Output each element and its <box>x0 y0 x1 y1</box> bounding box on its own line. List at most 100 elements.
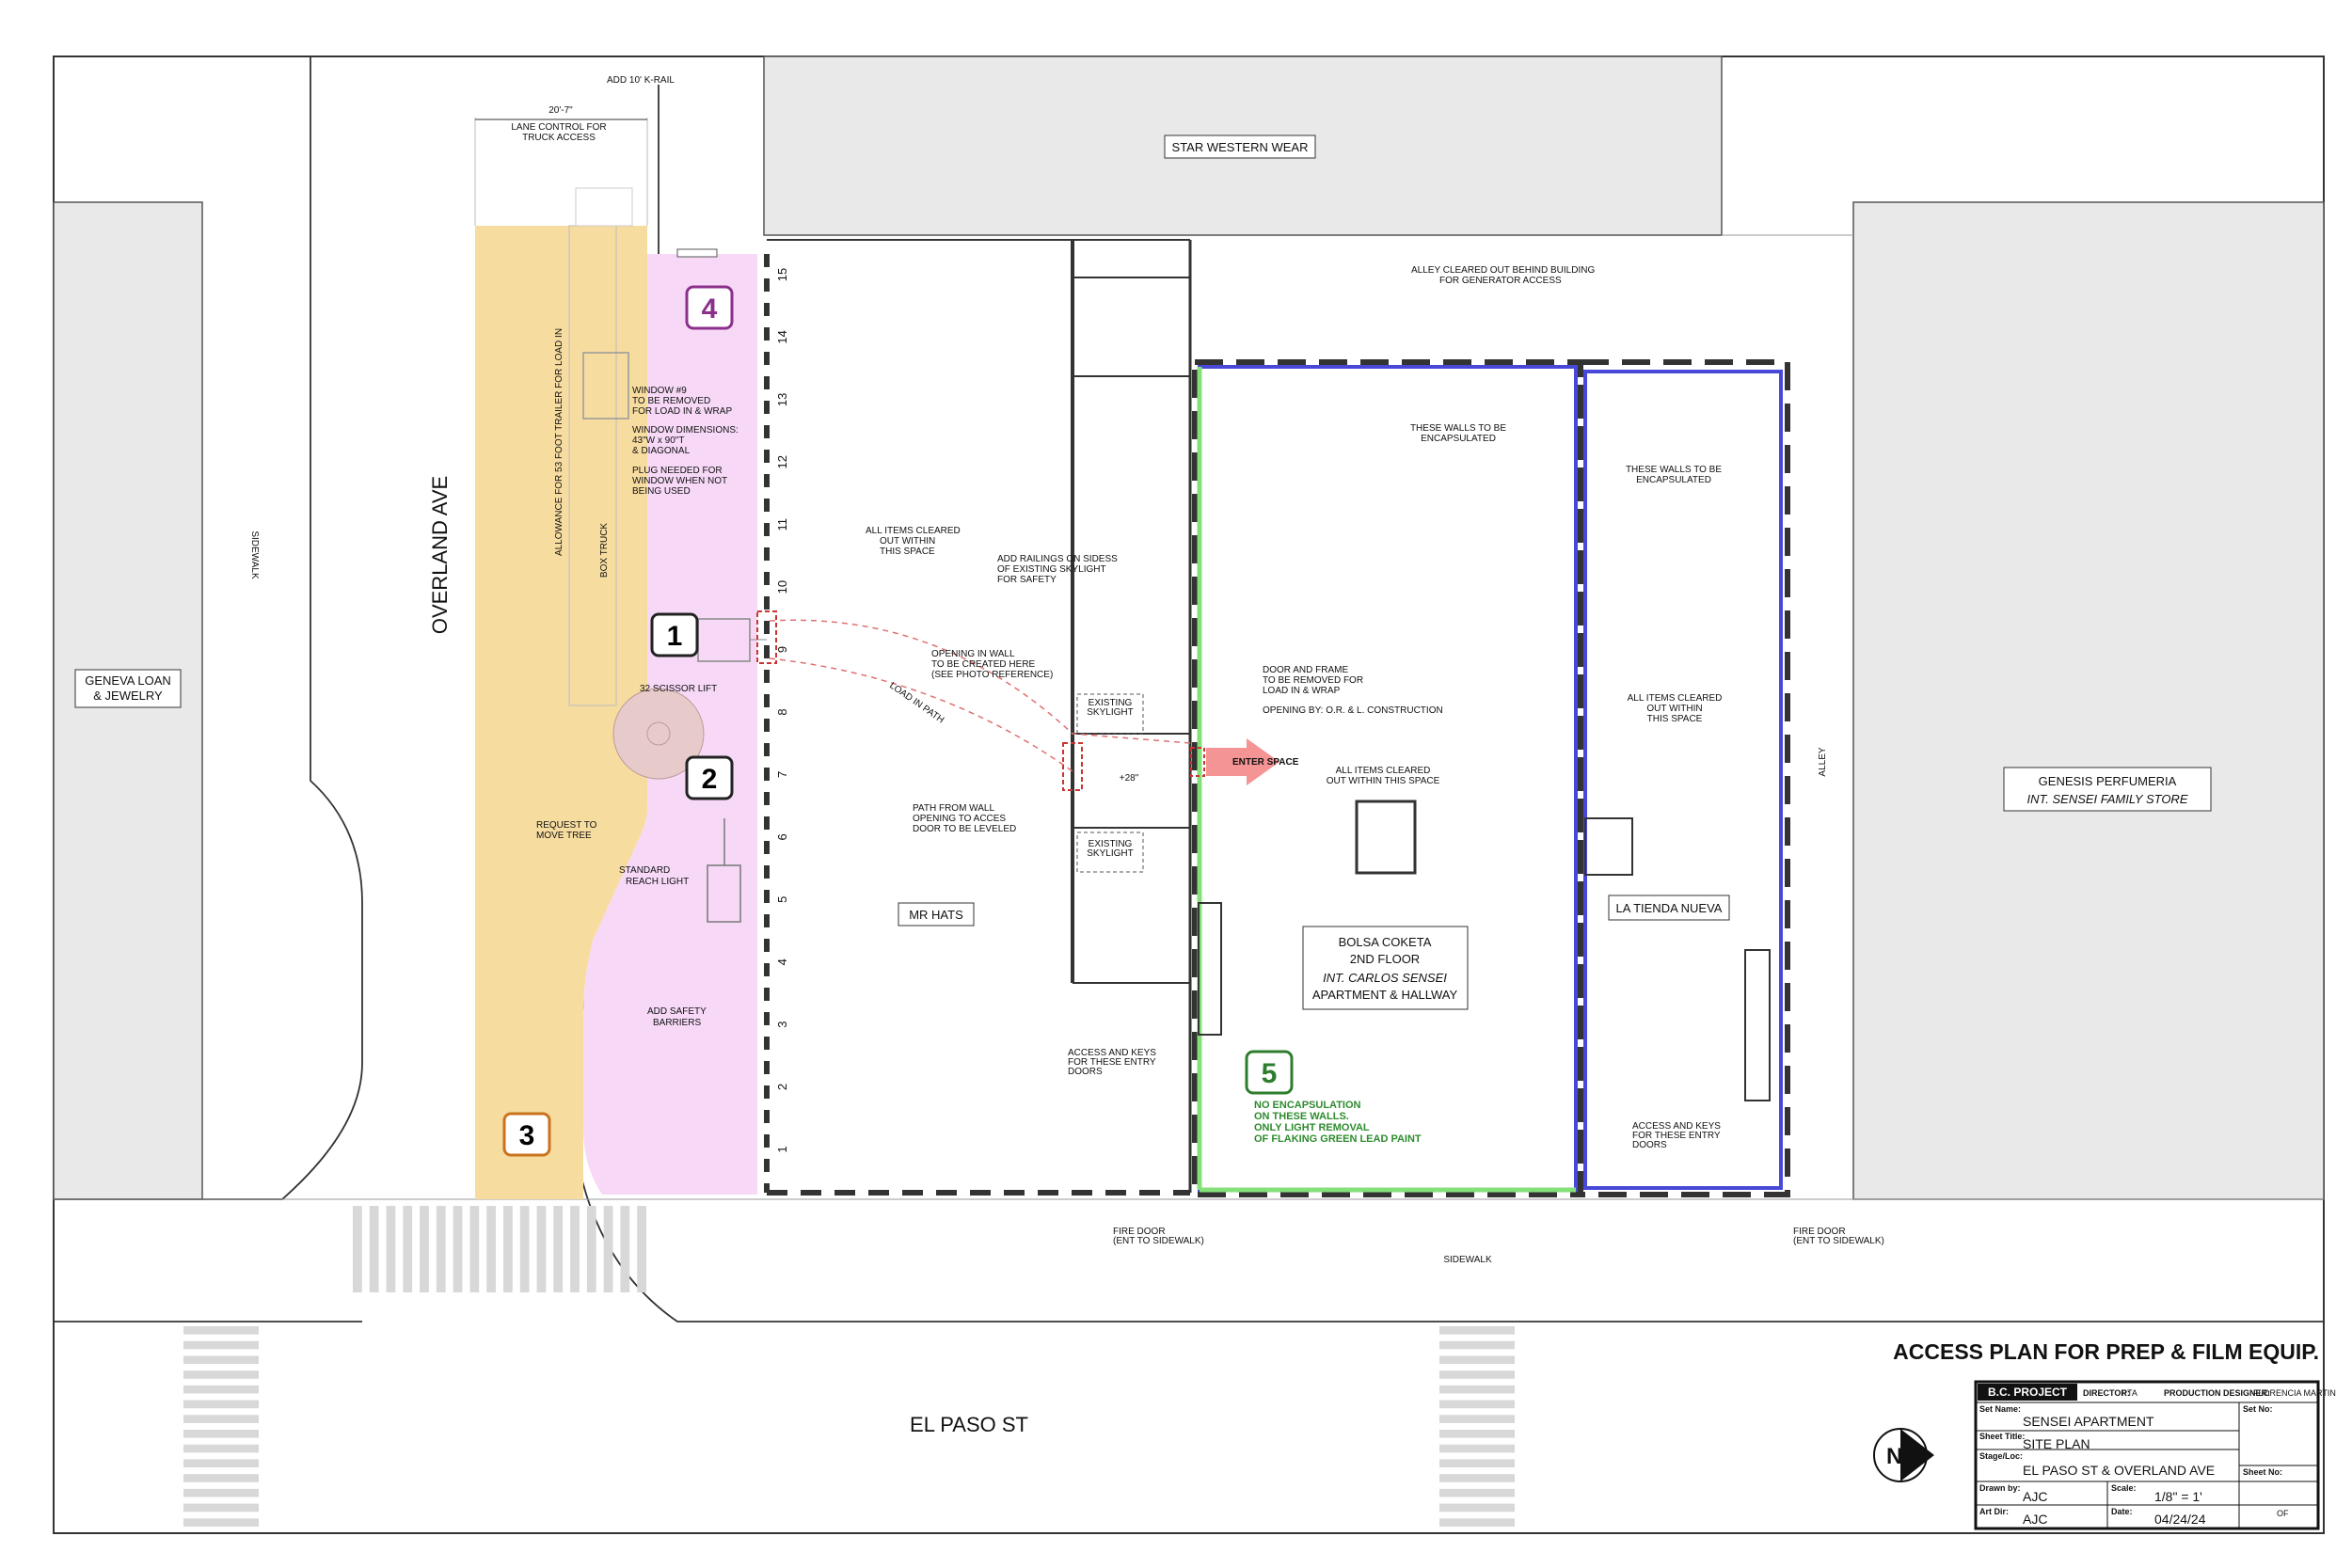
note-plug-2: WINDOW WHEN NOT <box>632 476 727 486</box>
note-cleared2-2: OUT WITHIN THIS SPACE <box>1327 776 1440 786</box>
note-opening-by: OPENING BY: O.R. & L. CONSTRUCTION <box>1263 705 1443 716</box>
note-tree-1: REQUEST TO <box>536 820 597 831</box>
cw3-stripe <box>1439 1415 1515 1423</box>
tb-of: OF <box>2277 1509 2289 1518</box>
window-9-marker <box>756 610 777 664</box>
note-reach-1: STANDARD <box>619 865 670 876</box>
note-lane-control-2: TRUCK ACCESS <box>522 133 596 143</box>
north-label: N <box>1886 1444 1902 1469</box>
tb-stage: EL PASO ST & OVERLAND AVE <box>2023 1463 2215 1478</box>
cw2-stripe <box>183 1459 259 1468</box>
tb-sheet-title: SITE PLAN <box>2023 1436 2090 1451</box>
window-number-11: 11 <box>775 518 789 531</box>
note-box-truck: BOX TRUCK <box>599 523 610 578</box>
tb-scale-label: Scale: <box>2111 1483 2137 1493</box>
marker-1-label: 1 <box>667 621 683 652</box>
cw3-stripe <box>1439 1326 1515 1335</box>
north-arrow-icon: N <box>1873 1428 1934 1482</box>
genesis-sub-text: INT. SENSEI FAMILY STORE <box>2027 792 2188 806</box>
bolsa-line-2: 2ND FLOOR <box>1350 952 1420 966</box>
building-mr-hats <box>764 239 1192 1196</box>
note-step: +28" <box>1120 773 1139 784</box>
cw2-stripe <box>183 1444 259 1453</box>
note-path-3: DOOR TO BE LEVELED <box>913 824 1016 834</box>
cw2-stripe <box>183 1385 259 1394</box>
door-marker <box>1190 747 1205 777</box>
label-mr-hats: MR HATS <box>898 902 975 927</box>
note-encap1-1: THESE WALLS TO BE <box>1410 423 1506 434</box>
note-cleared2-1: ALL ITEMS CLEARED <box>1336 766 1431 776</box>
note-fire-door-1a: FIRE DOOR <box>1113 1227 1166 1237</box>
note-alley-2: FOR GENERATOR ACCESS <box>1439 276 1562 286</box>
note-cleared3-3: THIS SPACE <box>1647 714 1703 724</box>
truck-outline <box>474 118 648 706</box>
tb-set-no-label: Set No: <box>2243 1404 2273 1414</box>
cw1-stripe <box>353 1206 362 1292</box>
note-door-3: LOAD IN & WRAP <box>1263 686 1341 696</box>
note-window9-1: WINDOW #9 <box>632 386 687 396</box>
cw3-stripe <box>1439 1518 1515 1527</box>
note-barriers-2: BARRIERS <box>653 1018 701 1028</box>
note-plug-1: PLUG NEEDED FOR <box>632 466 723 476</box>
window-number-6: 6 <box>775 833 789 840</box>
tb-pd-label: PRODUCTION DESIGNER: <box>2164 1388 2270 1398</box>
window-number-15: 15 <box>775 268 789 281</box>
note-no-encap-2: ON THESE WALLS. <box>1254 1111 1349 1122</box>
cw1-stripe <box>453 1206 463 1292</box>
cw1-stripe <box>386 1206 396 1292</box>
cw3-stripe <box>1439 1430 1515 1438</box>
tb-stage-label: Stage/Loc: <box>1979 1451 2023 1461</box>
load-in-path-2 <box>769 657 1073 772</box>
note-path-1: PATH FROM WALL <box>913 803 994 814</box>
note-encap2-2: ENCAPSULATED <box>1636 475 1711 485</box>
title-block: B.C. PROJECT DIRECTOR: PTA PRODUCTION DE… <box>1974 1380 2336 1530</box>
cw1-stripe <box>620 1206 630 1292</box>
cw2-stripe <box>183 1326 259 1335</box>
sidewalk-label-bottom: SIDEWALK <box>1443 1255 1492 1265</box>
marker-3-label: 3 <box>519 1120 535 1151</box>
note-reach-2: REACH LIGHT <box>626 877 689 887</box>
tb-drawn: AJC <box>2023 1489 2047 1504</box>
note-keys1-1: ACCESS AND KEYS <box>1068 1048 1156 1058</box>
tb-pd: FLORENCIA MARTIN <box>2253 1388 2336 1398</box>
building-star-western <box>763 55 1723 236</box>
note-opening-3: (SEE PHOTO REFERENCE) <box>931 670 1053 680</box>
note-keys1-2: FOR THESE ENTRY <box>1068 1057 1156 1068</box>
marker-3: 3 <box>502 1112 551 1157</box>
note-alley-1: ALLEY CLEARED OUT BEHIND BUILDING <box>1411 265 1595 276</box>
window-number-13: 13 <box>775 393 789 406</box>
cw3-stripe <box>1439 1444 1515 1453</box>
reach-light <box>707 818 741 923</box>
note-fire-door-2b: (ENT TO SIDEWALK) <box>1793 1236 1884 1246</box>
cw3-stripe <box>1439 1340 1515 1350</box>
tb-set-name: SENSEI APARTMENT <box>2023 1414 2154 1429</box>
window-number-3: 3 <box>775 1022 789 1028</box>
note-opening-2: TO BE CREATED HERE <box>931 659 1036 670</box>
marker-5: 5 <box>1245 1050 1294 1095</box>
cw2-stripe <box>183 1503 259 1513</box>
wall-opening-marker <box>1062 742 1083 791</box>
note-window9-3: FOR LOAD IN & WRAP <box>632 406 732 417</box>
cw3-stripe <box>1439 1400 1515 1409</box>
note-window9-2: TO BE REMOVED <box>632 396 710 406</box>
note-cleared3-1: ALL ITEMS CLEARED <box>1628 693 1723 704</box>
note-scissor: 32 SCISSOR LIFT <box>640 684 717 694</box>
note-window-dims-3: & DIAGONAL <box>632 446 691 456</box>
cw2-stripe <box>183 1474 259 1482</box>
note-door-1: DOOR AND FRAME <box>1263 665 1348 675</box>
bolsa-line-1: BOLSA COKETA <box>1339 935 1432 949</box>
note-lane-control-1: LANE CONTROL FOR <box>511 122 606 133</box>
cw1-stripe <box>637 1206 646 1292</box>
note-plug-3: BEING USED <box>632 486 691 497</box>
street-el-paso: EL PASO ST <box>910 1413 1028 1436</box>
note-allowance: ALLOWANCE FOR 53 FOOT TRAILER FOR LOAD I… <box>554 328 564 556</box>
tb-scale: 1/8" = 1' <box>2154 1489 2202 1504</box>
note-railings-3: FOR SAFETY <box>997 575 1057 585</box>
note-encap1-2: ENCAPSULATED <box>1421 434 1496 444</box>
marker-1: 1 <box>650 612 699 657</box>
cw1-stripe <box>536 1206 547 1292</box>
note-fire-door-2a: FIRE DOOR <box>1793 1227 1846 1237</box>
cw2-stripe <box>183 1415 259 1423</box>
